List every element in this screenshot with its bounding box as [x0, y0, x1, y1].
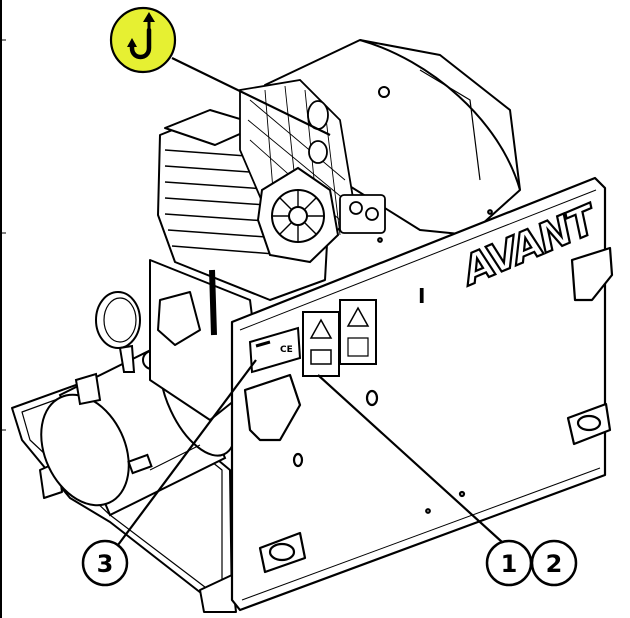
lifting-hook-icon: [109, 6, 177, 74]
callout-3-label: 3: [97, 550, 114, 578]
callout-2-label: 2: [546, 550, 563, 578]
side-panel: [230, 176, 614, 612]
panel-mark: I: [418, 284, 425, 308]
callout-2: 2: [530, 539, 578, 587]
page-border: [0, 0, 6, 618]
callout-leaders: [117, 359, 503, 546]
hook-leader-line: [171, 57, 331, 136]
callout-3: 3: [81, 539, 129, 587]
data-plate: CE: [248, 326, 302, 374]
callout-1-label: 1: [501, 550, 518, 578]
callout-1: 1: [485, 539, 533, 587]
ce-mark: CE: [280, 345, 293, 355]
pulley-cover: [256, 166, 340, 264]
warning-labels: [302, 299, 377, 377]
